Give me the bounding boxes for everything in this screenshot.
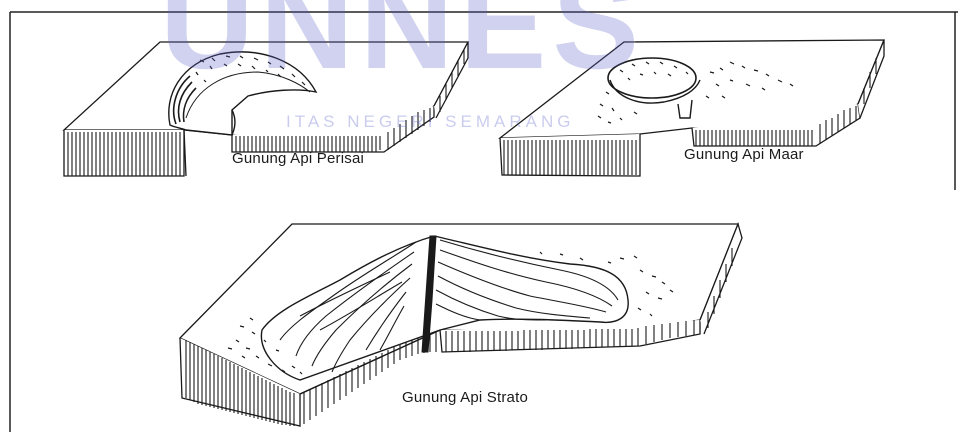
watermark-logo: UNNES xyxy=(160,0,645,98)
label-gunung-api-perisai: Gunung Api Perisai xyxy=(232,150,364,167)
watermark-tagline: ITAS NEGERI SEMARANG xyxy=(286,112,574,132)
label-gunung-api-maar: Gunung Api Maar xyxy=(684,146,804,163)
label-gunung-api-strato: Gunung Api Strato xyxy=(402,389,528,406)
